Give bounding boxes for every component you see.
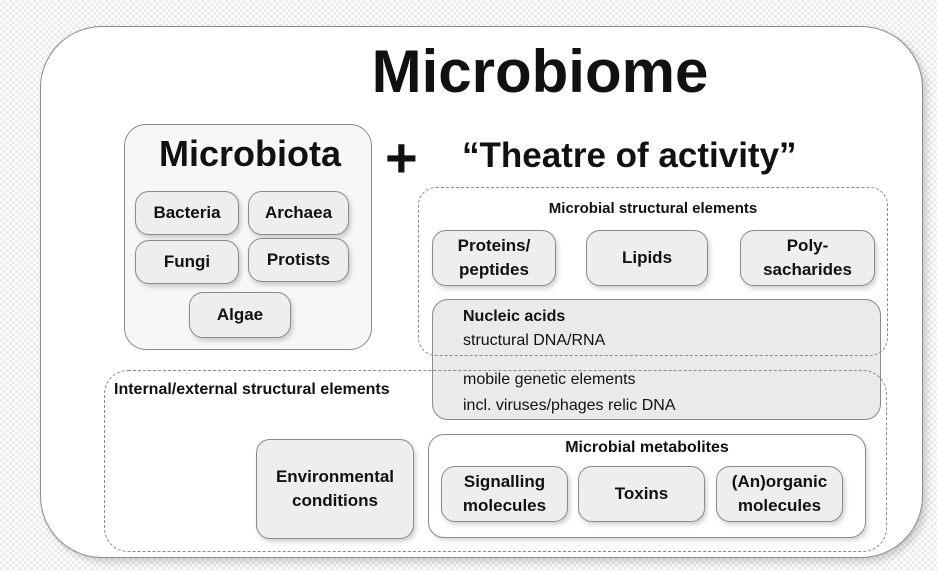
structural-elements-label: Microbial structural elements <box>548 200 758 217</box>
plus-sign: + <box>385 126 418 189</box>
structural-elements-region <box>418 187 888 356</box>
microbiota-title: Microbiota <box>158 133 341 174</box>
internal-external-label: Internal/external structural elements <box>114 381 390 398</box>
metabolites-label: Microbial metabolites <box>565 439 729 456</box>
metabolite-item-toxins: Toxins <box>578 466 705 522</box>
nucleic-acids-title: Nucleic acids <box>463 308 566 325</box>
microbiota-item-bacteria: Bacteria <box>135 191 239 235</box>
theatre-title: “Theatre of activity” <box>462 136 797 175</box>
microbiota-item-fungi: Fungi <box>135 240 239 284</box>
environmental-conditions-box: Environmental conditions <box>256 439 414 539</box>
metabolite-item-signalling: Signalling molecules <box>441 466 568 522</box>
nucleic-acids-box <box>432 299 881 420</box>
diagram-title: Microbiome <box>371 38 709 105</box>
microbiota-item-archaea: Archaea <box>248 191 349 235</box>
microbiota-item-protists: Protists <box>248 238 349 282</box>
internal-external-region <box>104 370 887 552</box>
nucleic-line-viruses: incl. viruses/phages relic DNA <box>463 397 676 414</box>
nucleic-line-mobile: mobile genetic elements <box>463 371 636 388</box>
structural-item-proteins: Proteins/ peptides <box>432 230 556 286</box>
structural-item-polysacharides: Poly- sacharides <box>740 230 875 286</box>
metabolite-item-anorganic: (An)organic molecules <box>716 466 843 522</box>
structural-item-lipids: Lipids <box>586 230 708 286</box>
microbiota-item-algae: Algae <box>189 292 291 338</box>
nucleic-line-structural: structural DNA/RNA <box>463 332 606 349</box>
